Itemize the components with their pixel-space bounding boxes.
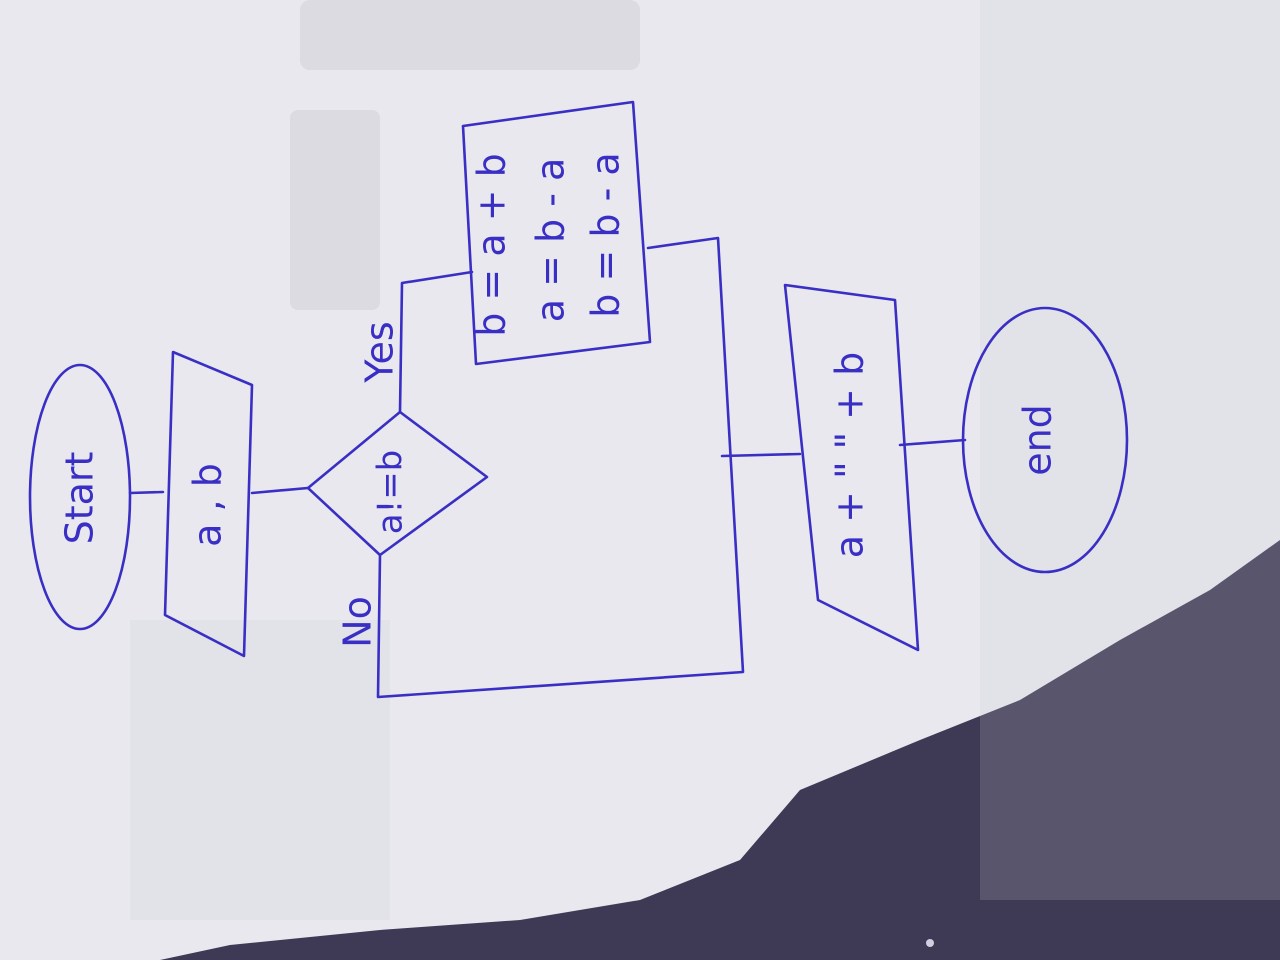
decision-diamond: a!=b — [306, 410, 489, 557]
connector-start-input — [128, 490, 165, 495]
process-box: b = a + b a = b - a b = b - a — [461, 100, 652, 366]
start-terminal: Start — [28, 363, 132, 631]
yes-label: Yes — [358, 321, 402, 383]
process-line-2: a = b - a — [529, 158, 573, 323]
connector-input-decision — [250, 486, 310, 495]
connector-output-end — [898, 438, 967, 447]
condition-label: a!=b — [371, 450, 411, 535]
no-label: No — [336, 596, 380, 648]
connector-merge-output — [720, 452, 802, 458]
background-texture — [130, 0, 1280, 920]
input-parallelogram: a , b — [163, 350, 254, 658]
start-label: Start — [58, 452, 102, 545]
connector-process-merge — [376, 236, 745, 699]
input-label: a , b — [186, 463, 230, 547]
process-line-3: b = b - a — [584, 152, 628, 317]
connectors — [128, 236, 967, 699]
output-parallelogram: a + " " + b — [783, 283, 920, 652]
connector-yes-process — [398, 270, 474, 414]
end-terminal: end — [961, 306, 1129, 574]
background-dot — [926, 939, 934, 947]
output-label: a + " " + b — [828, 352, 872, 558]
end-label: end — [1016, 404, 1060, 476]
process-line-1: b = a + b — [470, 153, 514, 337]
